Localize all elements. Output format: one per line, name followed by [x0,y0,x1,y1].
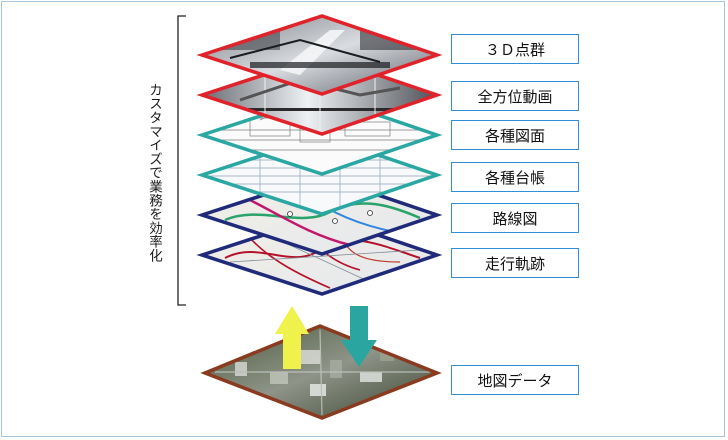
label-map-data: 地図データ [451,365,579,395]
label-panoramic-video: 全方位動画 [451,81,579,111]
grouping-bracket [177,15,186,306]
label-route-map: 路線図 [451,203,579,233]
label-driving-track: 走行軌跡 [451,248,579,278]
arrow-up-icon [275,306,309,369]
label-ledgers: 各種台帳 [451,162,579,192]
arrow-down-icon [341,306,377,367]
layer-map-data [200,324,442,420]
bracket-label: カスタマイズで業務を効率化 [146,83,162,263]
label-drawings: 各種図面 [451,120,579,150]
label-3d-point-cloud: ３Ｄ点群 [451,34,579,64]
